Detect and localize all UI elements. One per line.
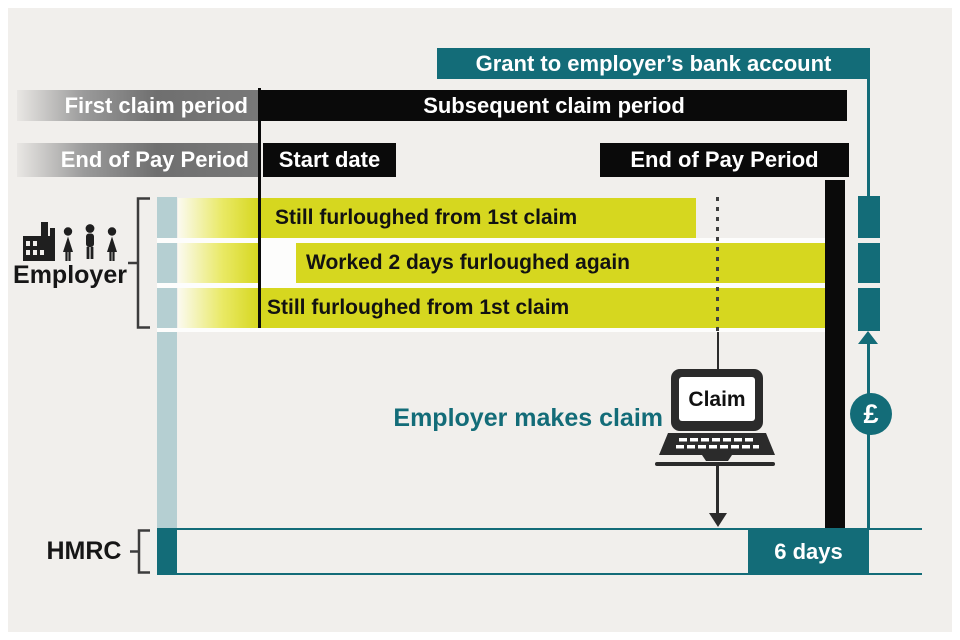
grant-flow-line-bottom: [867, 343, 870, 528]
hmrc-timeline-band: [157, 528, 922, 575]
laptop-screen-label: Claim: [688, 388, 746, 411]
grant-flow-line-top: [867, 79, 870, 196]
timeline-strip-segment: [157, 288, 177, 328]
employer-bracket-icon: [128, 197, 150, 329]
claim-date-dotted-line: [716, 197, 719, 332]
furlough-bar-fade-2: [178, 243, 259, 283]
worked-days-gap: [261, 243, 296, 283]
grant-banner: Grant to employer’s bank account: [437, 48, 870, 79]
first-claim-period-banner: First claim period: [17, 90, 258, 121]
furlough-bar-fade-3: [178, 288, 259, 328]
furlough-bar-fade-1: [178, 198, 259, 238]
arrow-down-icon: [709, 513, 727, 527]
row-separator: [157, 283, 825, 288]
timeline-strip-segment: [157, 197, 177, 238]
start-date-line: [258, 88, 261, 328]
person-icon: [63, 227, 73, 261]
start-date-banner: Start date: [263, 143, 396, 177]
pay-period-end-bar: [825, 180, 845, 528]
end-of-pay-period-first-banner: End of Pay Period: [17, 143, 258, 177]
employer-makes-claim-caption: Employer makes claim: [393, 404, 663, 432]
arrow-up-icon: [858, 331, 878, 344]
processing-time-box: 6 days: [748, 528, 869, 575]
laptop-icon: [655, 369, 775, 466]
timeline-strip-segment: [157, 243, 177, 283]
furlough-bar-2: Worked 2 days furloughed again: [296, 243, 825, 283]
employer-label: Employer: [13, 261, 127, 289]
grant-bar-segment: [858, 196, 880, 238]
person-icon: [107, 227, 117, 261]
pound-icon: £: [850, 393, 892, 435]
employer-icon-group: [23, 222, 117, 261]
row-separator: [157, 238, 825, 243]
claim-arrow-shaft: [716, 464, 719, 514]
factory-icon: [23, 222, 55, 261]
grant-bar-segment: [858, 288, 880, 331]
end-of-pay-period-subsequent-banner: End of Pay Period: [600, 143, 849, 177]
hmrc-bracket-icon: [130, 529, 150, 574]
row-separator: [157, 328, 825, 332]
subsequent-claim-period-banner: Subsequent claim period: [261, 90, 847, 121]
hmrc-label: HMRC: [46, 537, 122, 565]
timeline-strip-segment: [157, 332, 177, 528]
furlough-bar-1: Still furloughed from 1st claim: [261, 198, 696, 238]
person-icon: [85, 224, 95, 259]
furlough-bar-3: Still furloughed from 1st claim: [261, 288, 825, 328]
hmrc-band-start-block: [157, 528, 177, 575]
claim-line-connector: [717, 332, 719, 370]
grant-bar-segment: [858, 243, 880, 283]
